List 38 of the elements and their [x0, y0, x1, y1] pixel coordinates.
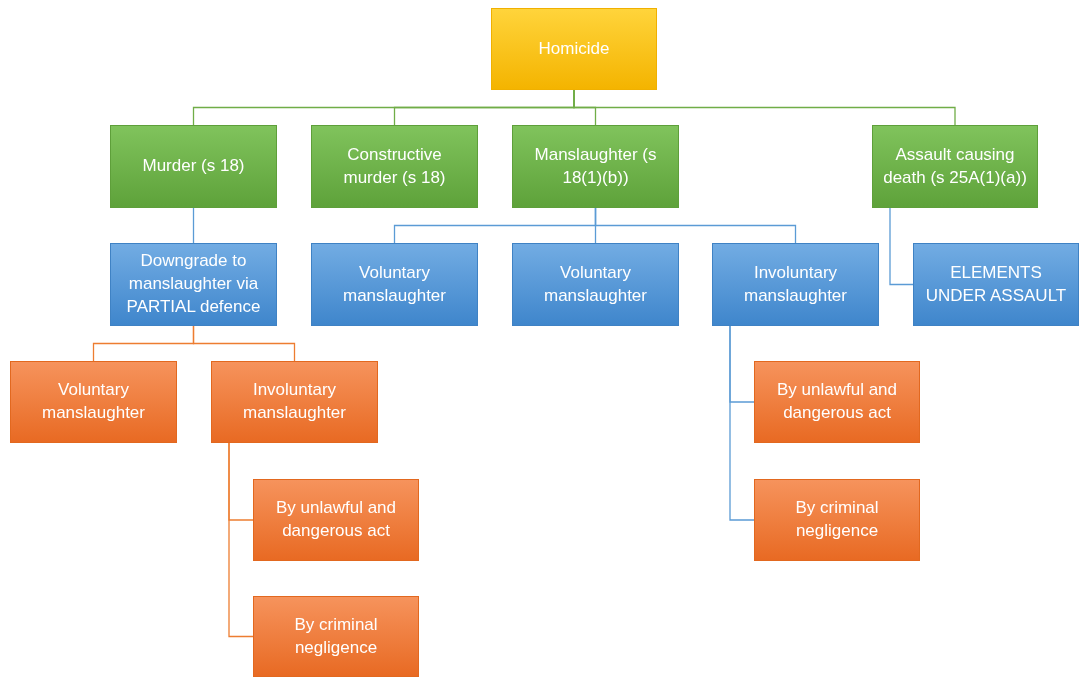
org-chart-box [872, 125, 1038, 208]
box-label: Constructive murder (s 18) [342, 143, 447, 189]
connector-line [729, 325, 755, 521]
box-label: Homicide [538, 37, 610, 60]
box-label: ELEMENTS UNDER ASSAULT [924, 261, 1068, 307]
org-chart-box [10, 361, 177, 443]
org-chart-box [253, 479, 419, 561]
connector-line [594, 207, 797, 244]
org-chart-box [754, 361, 920, 443]
connector-line [192, 325, 296, 362]
org-chart-box [512, 125, 679, 208]
box-label: By criminal negligence [794, 497, 880, 542]
box-label: Voluntary manslaughter [543, 261, 648, 307]
org-chart-box [512, 243, 679, 326]
org-chart-box [311, 125, 478, 208]
org-chart-box [253, 596, 419, 677]
org-chart-box [491, 8, 657, 90]
org-chart-box [311, 243, 478, 326]
box-label: Manslaughter (s 18(1)(b)) [533, 143, 658, 189]
org-chart-box [110, 125, 277, 208]
org-chart-box [211, 361, 378, 443]
box-label: By unlawful and dangerous act [275, 497, 397, 542]
org-chart-box [754, 479, 920, 561]
org-chart-box [913, 243, 1079, 326]
box-label: Involuntary manslaughter [242, 379, 347, 424]
box-label: Involuntary manslaughter [743, 261, 848, 307]
box-label: By criminal negligence [293, 613, 379, 659]
org-chart-box [712, 243, 879, 326]
box-label: Voluntary manslaughter [41, 379, 146, 424]
box-label: By unlawful and dangerous act [776, 379, 898, 424]
org-chart-box [110, 243, 277, 326]
box-label: Murder (s 18) [142, 155, 245, 178]
box-label: Downgrade to manslaughter via PARTIAL defence [125, 250, 262, 318]
connector-line [228, 442, 254, 638]
connector-line [192, 207, 195, 244]
box-label: Voluntary manslaughter [342, 261, 447, 307]
box-label: Assault causing death (s 25A(1)(a)) [882, 143, 1028, 189]
connector-line [889, 207, 914, 286]
